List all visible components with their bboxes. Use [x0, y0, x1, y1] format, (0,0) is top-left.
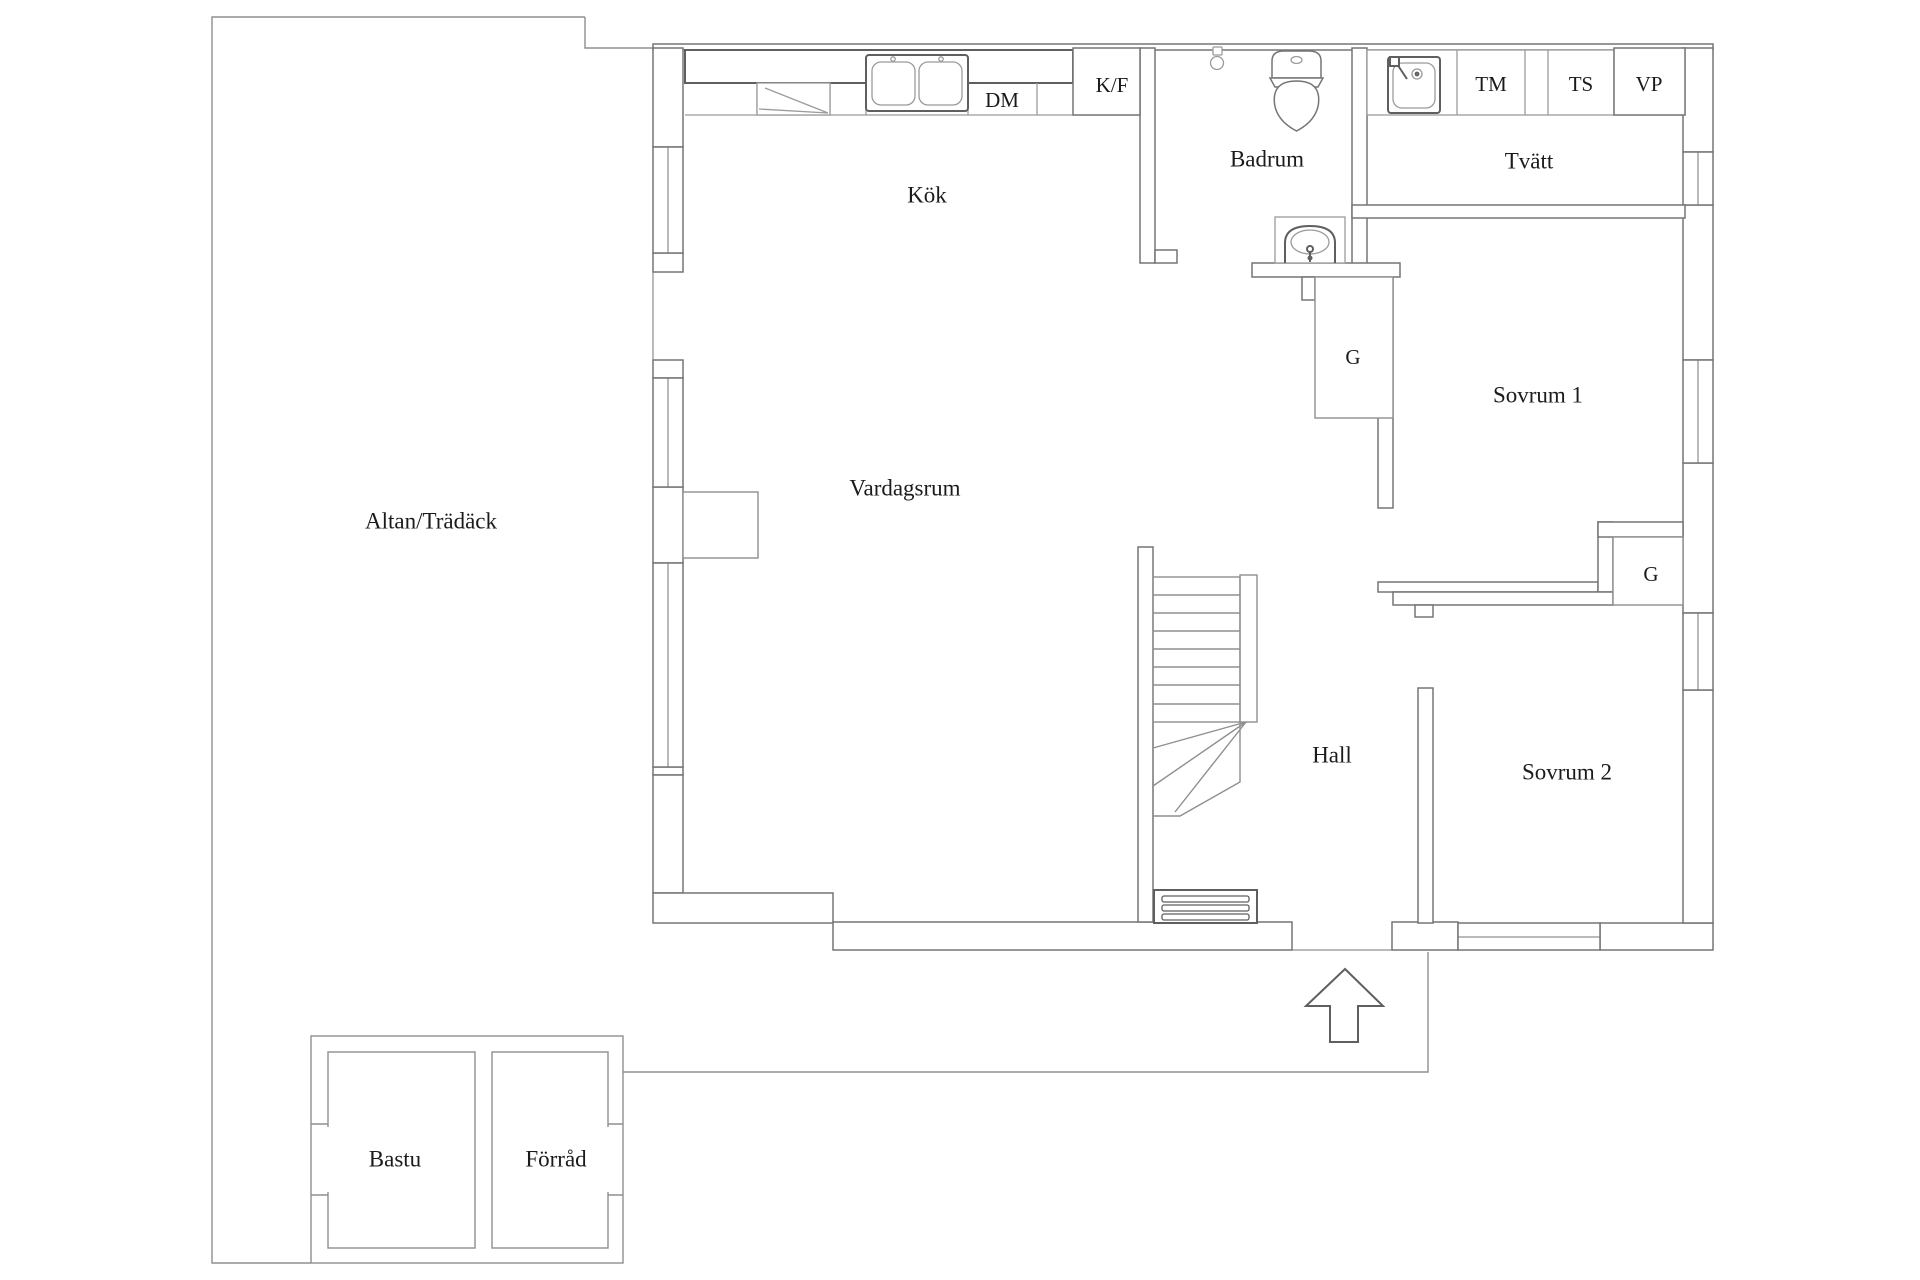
appliance-label-ts: TS [1569, 72, 1594, 96]
closet-label-mid: G [1345, 345, 1360, 369]
room-label-sovrum2: Sovrum 2 [1522, 760, 1612, 785]
radiator-grille-icon [1153, 889, 1258, 924]
wardrobe-right [1612, 536, 1684, 606]
room-labels: Altan/Trädäck Kök Vardagsrum Badrum Tvät… [365, 147, 1659, 1172]
interior-walls [1137, 47, 1686, 924]
room-label-tvatt: Tvätt [1505, 149, 1554, 174]
room-label-badrum: Badrum [1230, 147, 1304, 172]
washbasin-icon [1274, 216, 1346, 264]
stove-icon [756, 82, 831, 116]
kitchen-sink-icon [865, 54, 969, 112]
appliance-label-tm: TM [1475, 72, 1507, 96]
appliance-label-dm: DM [985, 88, 1019, 112]
appliance-label-kf: K/F [1096, 73, 1129, 97]
room-label-altan: Altan/Trädäck [365, 509, 498, 534]
stairs [1152, 574, 1258, 817]
room-label-hall: Hall [1312, 743, 1352, 768]
wardrobe-mid [1314, 276, 1394, 419]
room-label-sovrum1: Sovrum 1 [1493, 383, 1583, 408]
terrace-boundary [211, 16, 1429, 1264]
room-label-bastu: Bastu [369, 1147, 422, 1172]
exterior-walls [652, 43, 1714, 951]
toilet-icon [1268, 50, 1325, 132]
appliance-labels: DM K/F TM TS VP [985, 72, 1662, 112]
room-label-kok: Kök [907, 183, 947, 208]
laundry-sink-icon [1387, 56, 1441, 114]
room-label-vardagsrum: Vardagsrum [849, 476, 960, 501]
entrance-arrow-icon [1303, 967, 1386, 1043]
chimney-block [682, 491, 759, 559]
outbuilding [310, 1035, 624, 1264]
appliance-label-vp: VP [1636, 72, 1663, 96]
room-label-forrad: Förråd [525, 1147, 587, 1172]
windows [652, 146, 1714, 951]
shower-icon [1209, 46, 1225, 71]
closet-label-right: G [1643, 562, 1658, 586]
